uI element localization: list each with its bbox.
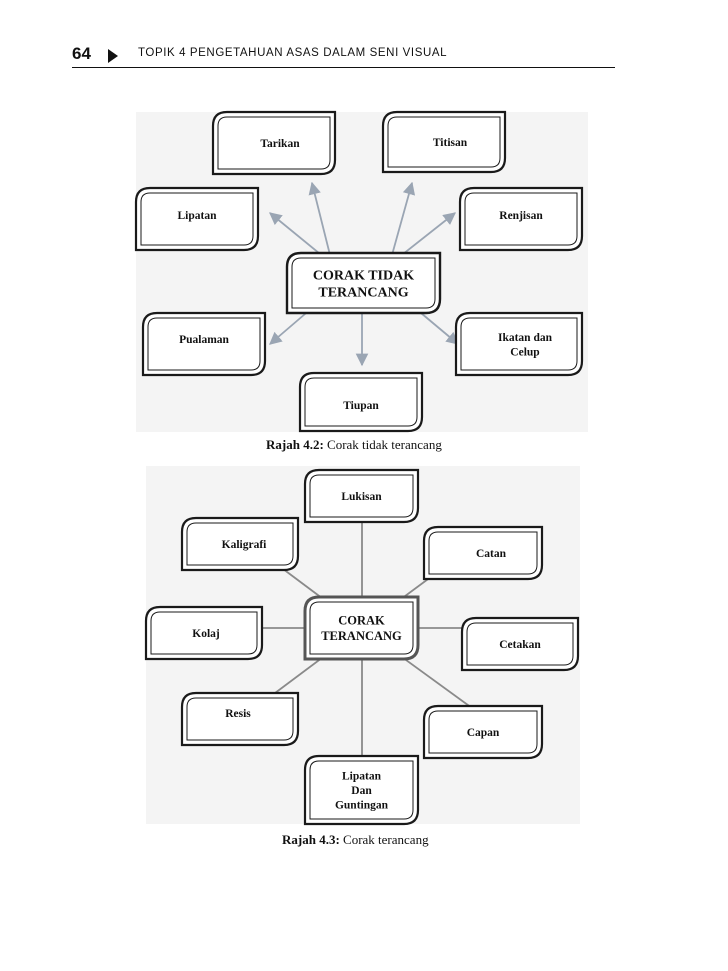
node-label: Renjisan xyxy=(499,210,543,222)
node-label: Dan xyxy=(351,785,372,797)
node-label: Pualaman xyxy=(179,334,229,346)
node-capan: Capan xyxy=(422,704,544,760)
arrow-connector xyxy=(269,212,326,259)
page-number: 64 xyxy=(72,44,91,63)
node-label: Kaligrafi xyxy=(222,539,268,551)
center-corak-tidak-terancang: CORAK TIDAK TERANCANG xyxy=(285,251,442,315)
node-label: Guntingan xyxy=(335,800,389,812)
node-pualaman: Pualaman xyxy=(141,311,267,377)
node-catan: Catan xyxy=(422,525,544,581)
header-rule xyxy=(72,67,615,68)
node-titisan: Titisan xyxy=(381,110,507,174)
node-tarikan: Tarikan xyxy=(211,110,337,176)
node-label: Tiupan xyxy=(343,400,379,412)
node-label: CORAK TIDAK xyxy=(313,268,414,283)
node-resis: Resis xyxy=(180,691,300,747)
node-label: Titisan xyxy=(433,137,468,149)
node-label: Cetakan xyxy=(499,639,541,651)
arrow-connector xyxy=(391,181,416,256)
running-title: TOPIK 4 PENGETAHUAN ASAS DALAM SENI VISU… xyxy=(138,47,448,59)
node-label: Celup xyxy=(510,346,539,358)
node-label: Lukisan xyxy=(341,491,382,503)
arrow-connector xyxy=(397,212,456,259)
arrow-connector xyxy=(308,181,331,256)
node-label: Resis xyxy=(225,708,251,720)
caption-text: Corak tidak terancang xyxy=(323,437,442,452)
node-label: TERANCANG xyxy=(318,285,408,300)
node-label: CORAK xyxy=(338,614,385,628)
node-kolaj: Kolaj xyxy=(144,605,264,661)
node-tiupan: Tiupan xyxy=(298,371,424,433)
node-label: Tarikan xyxy=(260,138,300,150)
figure-4-3-caption: Rajah 4.3: Corak terancang xyxy=(282,832,429,848)
node-lukisan: Lukisan xyxy=(303,468,420,524)
caption-text: Corak terancang xyxy=(339,832,429,847)
page-header: 64 TOPIK 4 PENGETAHUAN ASAS DALAM SENI V… xyxy=(0,0,728,70)
caption-label: Rajah 4.3: xyxy=(282,832,340,847)
node-label: TERANCANG xyxy=(321,629,402,643)
node-label: Ikatan dan xyxy=(498,332,553,344)
node-lipatan: Lipatan xyxy=(134,186,260,252)
node-renjisan: Renjisan xyxy=(458,186,584,252)
node-kaligrafi: Kaligrafi xyxy=(180,516,300,572)
node-label: Kolaj xyxy=(192,628,220,640)
caption-label: Rajah 4.2: xyxy=(266,437,324,452)
node-label: Catan xyxy=(476,548,507,560)
node-label: Capan xyxy=(467,727,500,739)
triangle-marker-icon xyxy=(108,49,118,63)
node-label: Lipatan xyxy=(178,210,218,222)
node-cetakan: Cetakan xyxy=(460,616,580,672)
node-label: Lipatan xyxy=(342,771,382,783)
figure-4-2-caption: Rajah 4.2: Corak tidak terancang xyxy=(266,437,442,453)
